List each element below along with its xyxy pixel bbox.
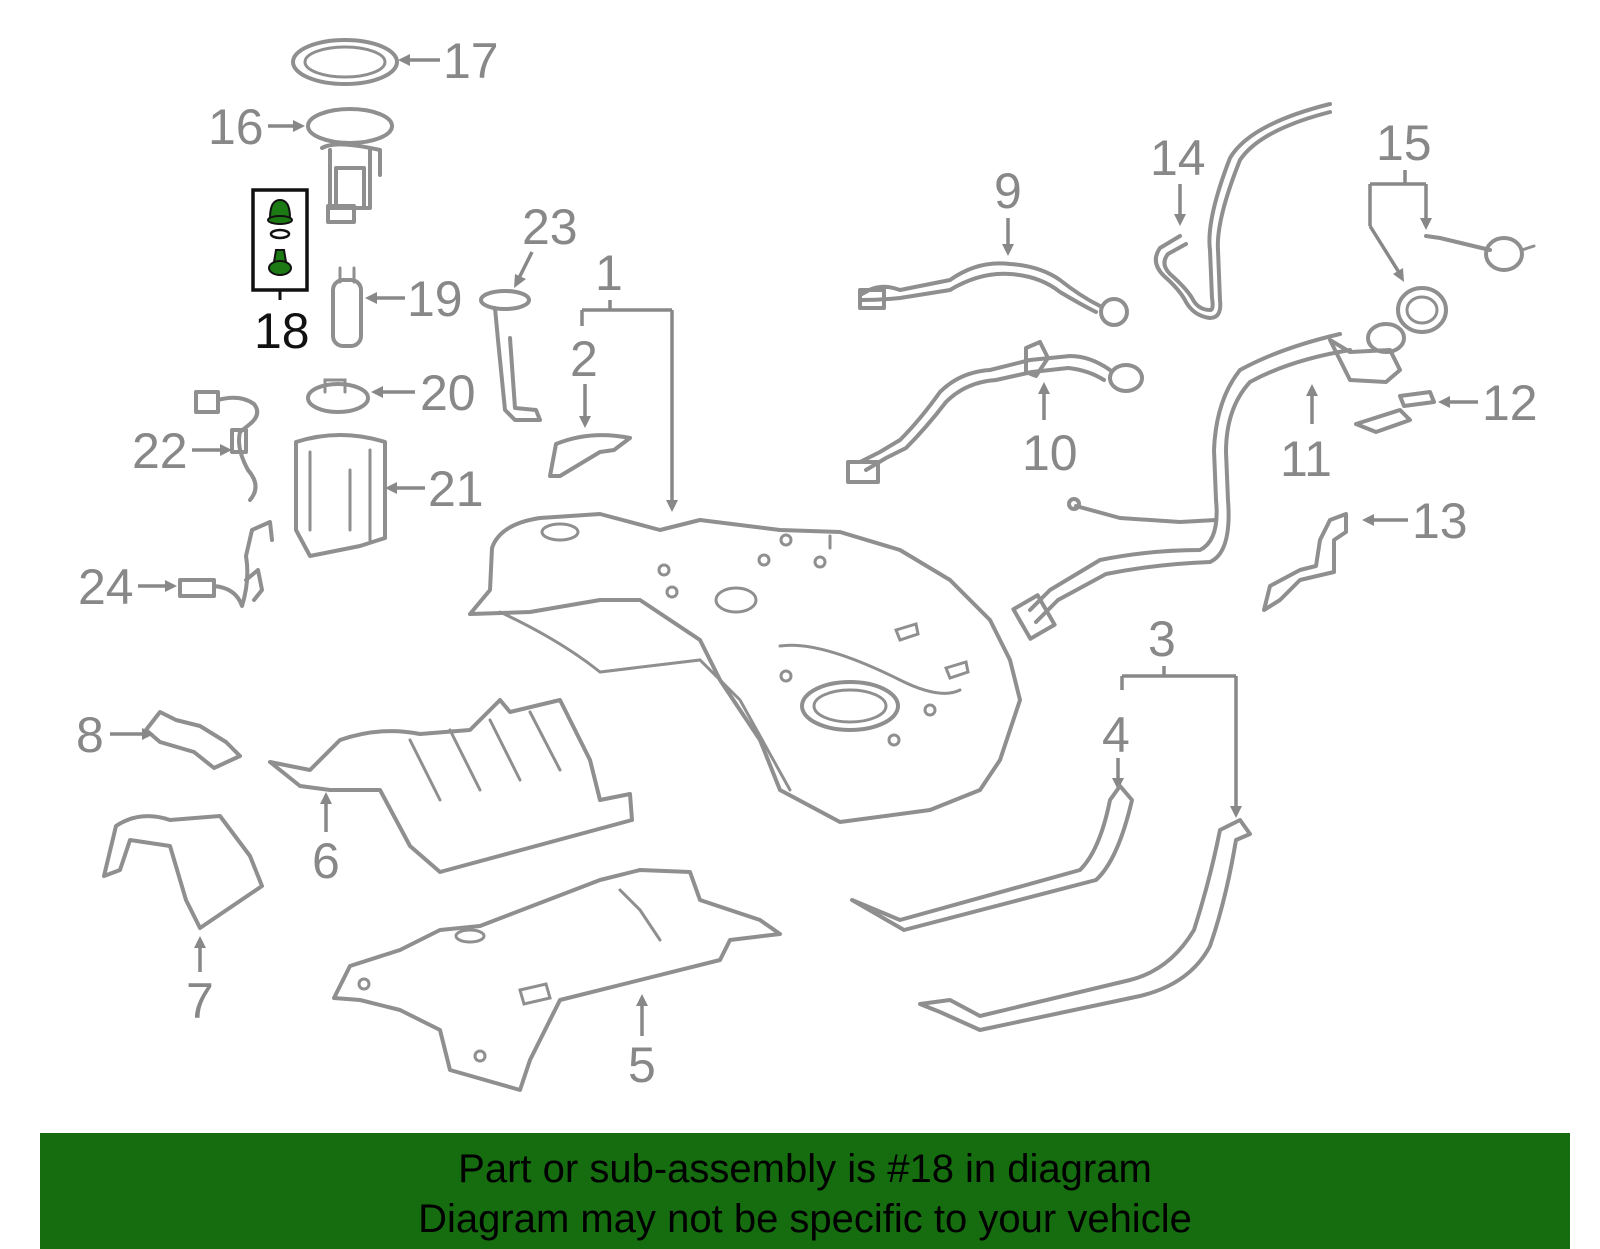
callout-4: 4 bbox=[1102, 707, 1130, 763]
part-15-cap bbox=[1396, 234, 1536, 334]
bracket-3 bbox=[1120, 666, 1242, 818]
callout-16: 16 bbox=[208, 99, 264, 155]
part-10-line bbox=[846, 340, 1144, 484]
part-19-fuel-pump bbox=[331, 266, 363, 348]
arrow-20 bbox=[371, 386, 415, 398]
callout-7: 7 bbox=[186, 973, 214, 1029]
arrow-8 bbox=[110, 728, 154, 740]
part-4-strap bbox=[850, 784, 1134, 932]
arrow-7 bbox=[194, 936, 206, 972]
part-5-under-shield bbox=[332, 868, 782, 1092]
callout-19: 19 bbox=[407, 271, 463, 327]
arrow-11 bbox=[1306, 384, 1318, 424]
callout-18: 18 bbox=[254, 303, 310, 359]
callout-20: 20 bbox=[420, 365, 476, 421]
part-7-bracket bbox=[102, 814, 264, 930]
arrow-13 bbox=[1362, 514, 1408, 526]
callout-22: 22 bbox=[132, 423, 188, 479]
callout-5: 5 bbox=[628, 1037, 656, 1093]
callout-13: 13 bbox=[1412, 493, 1468, 549]
callout-8: 8 bbox=[76, 707, 104, 763]
part-9-line bbox=[858, 261, 1129, 327]
bracket-1 bbox=[580, 300, 678, 512]
callout-11: 11 bbox=[1280, 431, 1332, 487]
part-2-heat-shield bbox=[548, 433, 632, 478]
arrow-24 bbox=[138, 580, 177, 592]
callout-24: 24 bbox=[78, 559, 134, 615]
arrow-5 bbox=[636, 994, 648, 1036]
banner-line-disclaimer: Diagram may not be specific to your vehi… bbox=[418, 1197, 1192, 1241]
part-24-sensor bbox=[178, 520, 274, 608]
part-12-bracket bbox=[1354, 390, 1436, 434]
arrow-21 bbox=[385, 482, 425, 494]
callout-14: 14 bbox=[1150, 130, 1206, 186]
part-23-sender bbox=[479, 289, 542, 422]
callout-9: 9 bbox=[994, 163, 1022, 219]
callout-23: 23 bbox=[522, 199, 578, 255]
callout-17: 17 bbox=[443, 33, 499, 89]
part-6-shield bbox=[268, 698, 634, 874]
callout-2: 2 bbox=[570, 331, 598, 387]
arrow-23 bbox=[514, 251, 534, 288]
part-21-canister bbox=[294, 433, 387, 558]
callout-6: 6 bbox=[312, 833, 340, 889]
part-20-retainer bbox=[306, 378, 370, 414]
part-14-tube bbox=[1153, 102, 1332, 320]
arrow-12 bbox=[1438, 396, 1478, 408]
callout-10: 10 bbox=[1022, 425, 1078, 481]
callout-3: 3 bbox=[1148, 611, 1176, 667]
part-13-bracket bbox=[1262, 512, 1348, 612]
arrow-2 bbox=[579, 384, 591, 428]
arrow-19 bbox=[365, 292, 405, 304]
part-16-pump-plate bbox=[306, 107, 394, 224]
part-8-bracket bbox=[144, 710, 242, 770]
part-17-gasket bbox=[291, 38, 399, 86]
arrow-9 bbox=[1002, 218, 1014, 256]
info-banner: Part or sub-assembly is #18 in diagram D… bbox=[40, 1133, 1570, 1249]
callout-15: 15 bbox=[1376, 115, 1432, 171]
arrow-17 bbox=[398, 54, 440, 66]
part-18-highlighted-kit bbox=[251, 188, 309, 300]
banner-line-part: Part or sub-assembly is #18 in diagram bbox=[458, 1147, 1152, 1191]
arrow-10 bbox=[1038, 382, 1050, 420]
bracket-15 bbox=[1368, 170, 1432, 282]
part-1-fuel-tank bbox=[468, 512, 1022, 824]
arrow-22 bbox=[192, 444, 232, 456]
callout-12: 12 bbox=[1482, 375, 1538, 431]
arrow-14 bbox=[1174, 184, 1186, 226]
callout-21: 21 bbox=[428, 461, 484, 517]
callout-1: 1 bbox=[595, 245, 623, 301]
part-22-harness bbox=[194, 390, 260, 502]
part-11-filler-neck bbox=[1011, 322, 1406, 641]
part-3-strap bbox=[918, 818, 1252, 1032]
arrow-16 bbox=[268, 120, 305, 132]
arrow-6 bbox=[320, 792, 332, 832]
arrow-4 bbox=[1112, 758, 1124, 790]
